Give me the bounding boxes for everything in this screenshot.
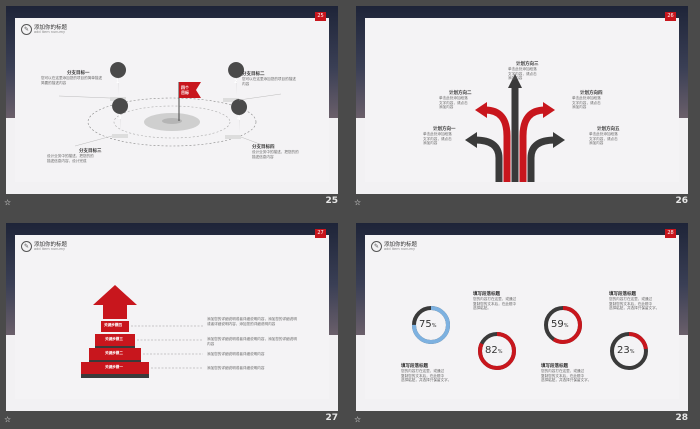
ring-progress — [610, 332, 648, 370]
pin-label: 1 — [116, 79, 120, 85]
slide-index: 27 — [325, 413, 338, 423]
thumbnail-footer: ☆ 28 — [350, 413, 694, 429]
star-icon[interactable]: ☆ — [354, 415, 362, 424]
star-icon[interactable]: ☆ — [4, 415, 12, 424]
block-body: 您的内容打在这里，或通过 复制您的文本后，在此框中 选择粘贴，并选择只保留文字。 — [541, 369, 592, 383]
pencil-icon: ✎ — [371, 241, 382, 252]
step-label: 关键步骤二 — [105, 351, 123, 355]
slide-title: 添加你的标题 — [34, 25, 68, 31]
slide-number-badge: 26 — [665, 12, 676, 21]
progress-ring — [544, 306, 582, 344]
block-body: 您的内容打在这里，或通过 复制您的文本后，在此框中 选择粘贴，并选择只保留文字。 — [609, 297, 660, 311]
slide-index: 26 — [675, 196, 688, 206]
step-description: 添加您的详细说明或者详细说明内容 — [207, 352, 265, 356]
step-description: 添加您的详细说明或者详细说明内容，添加您的详细说明或者详细说明内容，添加您的详细… — [207, 317, 297, 326]
slide-canvas: 计划方向三 单击此处添加段落 文字内容，请点击 添加内容 计划方向二 单击此处添… — [356, 6, 688, 194]
slide-title: 添加你的标题 — [34, 242, 68, 248]
slide-number-badge: 27 — [315, 229, 326, 238]
progress-ring — [610, 332, 648, 370]
block-body: 您的内容打在这里，或通过 复制您的文本后，在此框中 选择粘贴。 — [473, 297, 517, 311]
content-card: ✎ 添加你的标题 add item nunumy 关键步骤四 关键步骤三 关键步… — [15, 235, 329, 399]
slide-title: 添加你的标题 — [384, 242, 418, 248]
slide-canvas: ✎ 添加你的标题 add item nunumy 关键步骤四 关键步骤三 关键步… — [6, 223, 338, 411]
plan-body: 单击此处添加段落 文字内容，请点击 添加内容 — [508, 67, 537, 81]
content-card: ✎ 添加你的标题 add item nunumy — [15, 18, 329, 182]
block-title: 填写段落标题 — [401, 364, 428, 369]
target-diagram — [58, 62, 282, 147]
slide-thumbnail-28[interactable]: ✎ 添加你的标题 add item nunumy 75% 82% 59% 23%… — [350, 217, 694, 429]
progress-ring — [478, 332, 516, 370]
ring-progress — [412, 306, 450, 344]
branch-title: 分支目标二 — [242, 72, 265, 77]
slide-subtitle: add item nunumy — [34, 247, 66, 251]
slide-subtitle: add item nunumy — [384, 247, 416, 251]
plan-title: 计划方向五 — [597, 127, 620, 132]
pin-label: 4 — [237, 116, 241, 122]
pencil-icon: ✎ — [21, 241, 32, 252]
block-title: 填写段落标题 — [541, 364, 568, 369]
slide-subtitle: add item nunumy — [34, 30, 66, 34]
plan-body: 单击此处添加段落 文字内容，请点击 添加内容 — [572, 96, 601, 110]
branch-body: 设计业务中的描述，把您的的 描述信息内容，设计完成 — [47, 154, 94, 163]
block-title: 填写段落标题 — [609, 292, 636, 297]
plan-body: 单击此处添加段落 文字内容，请点击 添加内容 — [423, 132, 452, 146]
branch-body: 设计业务中的描述，把您的的 描述信息内容 — [252, 150, 299, 159]
pin-label: 2 — [234, 79, 238, 85]
step-description: 添加您的详细说明或者详细说明内容 — [207, 366, 265, 370]
star-icon[interactable]: ☆ — [4, 198, 12, 207]
progress-ring — [412, 306, 450, 344]
arrows-diagram — [465, 74, 565, 182]
step-label: 关键步骤一 — [105, 365, 123, 369]
plan-body: 单击此处添加段落 文字内容，请点击 添加内容 — [439, 96, 468, 110]
slide-thumbnail-25[interactable]: ✎ 添加你的标题 add item nunumy — [0, 0, 344, 212]
thumbnail-footer: ☆ 25 — [0, 196, 344, 212]
branch-title: 分支目标三 — [79, 149, 102, 154]
star-icon[interactable]: ☆ — [354, 198, 362, 207]
ring-value: 75% — [419, 319, 437, 330]
slide-index: 25 — [325, 196, 338, 206]
ring-value: 59% — [551, 319, 569, 330]
flag-label: 四个 目标 — [181, 85, 189, 95]
slide-thumbnail-26[interactable]: 计划方向三 单击此处添加段落 文字内容，请点击 添加内容 计划方向二 单击此处添… — [350, 0, 694, 212]
block-title: 填写段落标题 — [473, 292, 500, 297]
pencil-icon: ✎ — [21, 24, 32, 35]
content-card: ✎ 添加你的标题 add item nunumy 75% 82% 59% 23%… — [365, 235, 679, 399]
slide-index: 28 — [675, 413, 688, 423]
pin-label: 3 — [118, 115, 122, 121]
slide-canvas: ✎ 添加你的标题 add item nunumy — [6, 6, 338, 194]
step-description: 添加您的详细说明或者详细说明内容，添加您的详细说明内容 — [207, 337, 297, 346]
branch-title: 分支目标四 — [252, 145, 275, 150]
rings-chart — [412, 306, 648, 370]
branch-title: 分支目标一 — [67, 71, 90, 76]
plan-title: 计划方向一 — [433, 127, 456, 132]
thumbnail-footer: ☆ 26 — [350, 196, 694, 212]
plan-title: 计划方向四 — [580, 91, 603, 96]
plan-body: 单击此处添加段落 文字内容，请点击 添加内容 — [589, 132, 618, 146]
step-label: 关键步骤三 — [105, 337, 123, 341]
ring-progress — [478, 332, 516, 370]
slide-number-badge: 28 — [665, 229, 676, 238]
branch-body: 您可以在这里添加您的项目的简单描述 简要的描述内容 — [41, 76, 103, 85]
ring-progress — [544, 306, 582, 344]
pyramid-diagram — [81, 285, 203, 378]
slide-thumbnail-27[interactable]: ✎ 添加你的标题 add item nunumy 关键步骤四 关键步骤三 关键步… — [0, 217, 344, 429]
plan-title: 计划方向三 — [516, 62, 539, 67]
ring-value: 23% — [617, 345, 635, 356]
branch-body: 您可以在这里添加您的项目的描述 内容 — [242, 77, 296, 86]
slide-number-badge: 25 — [315, 12, 326, 21]
content-card: 计划方向三 单击此处添加段落 文字内容，请点击 添加内容 计划方向二 单击此处添… — [365, 18, 679, 182]
plan-title: 计划方向二 — [449, 91, 472, 96]
ring-value: 82% — [485, 345, 503, 356]
thumbnail-footer: ☆ 27 — [0, 413, 344, 429]
block-body: 您的内容打在这里，或通过 复制您的文本后，在此框中 选择粘贴，并选择只保留文字。 — [401, 369, 452, 383]
slide-canvas: ✎ 添加你的标题 add item nunumy 75% 82% 59% 23%… — [356, 223, 688, 411]
step-label: 关键步骤四 — [104, 323, 122, 327]
